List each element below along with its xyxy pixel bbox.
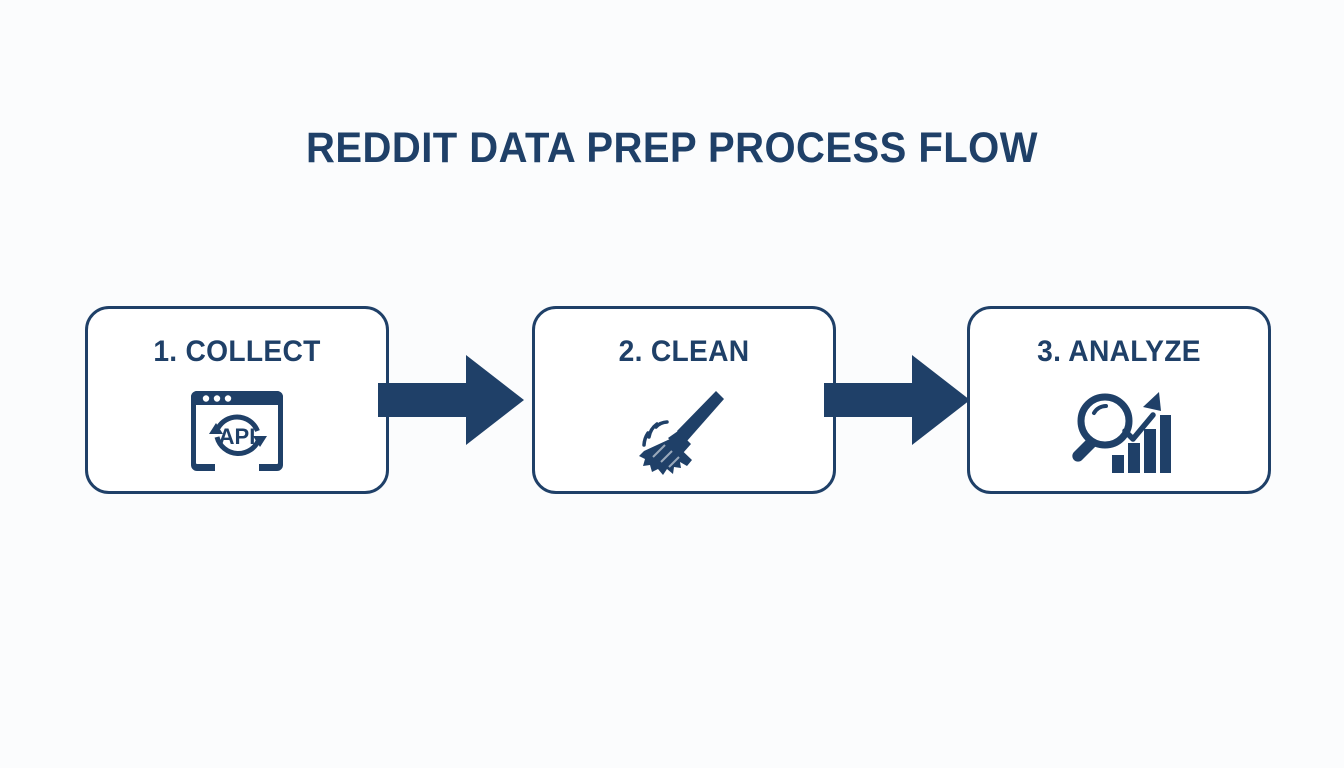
svg-text:API: API bbox=[219, 424, 256, 449]
magnifier-bar-chart-icon bbox=[1067, 381, 1171, 481]
process-flow-row: 1. COLLECT bbox=[0, 306, 1344, 498]
step-label-analyze: 3. ANALYZE bbox=[1037, 335, 1201, 368]
arrow-right-icon bbox=[378, 352, 524, 448]
arrow-right-icon bbox=[824, 352, 970, 448]
step-box-collect[interactable]: 1. COLLECT bbox=[85, 306, 389, 494]
step-label-clean: 2. CLEAN bbox=[618, 335, 750, 368]
step-label-collect: 1. COLLECT bbox=[153, 335, 321, 368]
page-title: REDDIT DATA PREP PROCESS FLOW bbox=[306, 124, 1038, 172]
api-browser-window-icon: API bbox=[185, 381, 289, 481]
broom-sweep-icon bbox=[632, 381, 736, 481]
step-box-clean[interactable]: 2. CLEAN bbox=[532, 306, 836, 494]
step-box-analyze[interactable]: 3. ANALYZE bbox=[967, 306, 1271, 494]
